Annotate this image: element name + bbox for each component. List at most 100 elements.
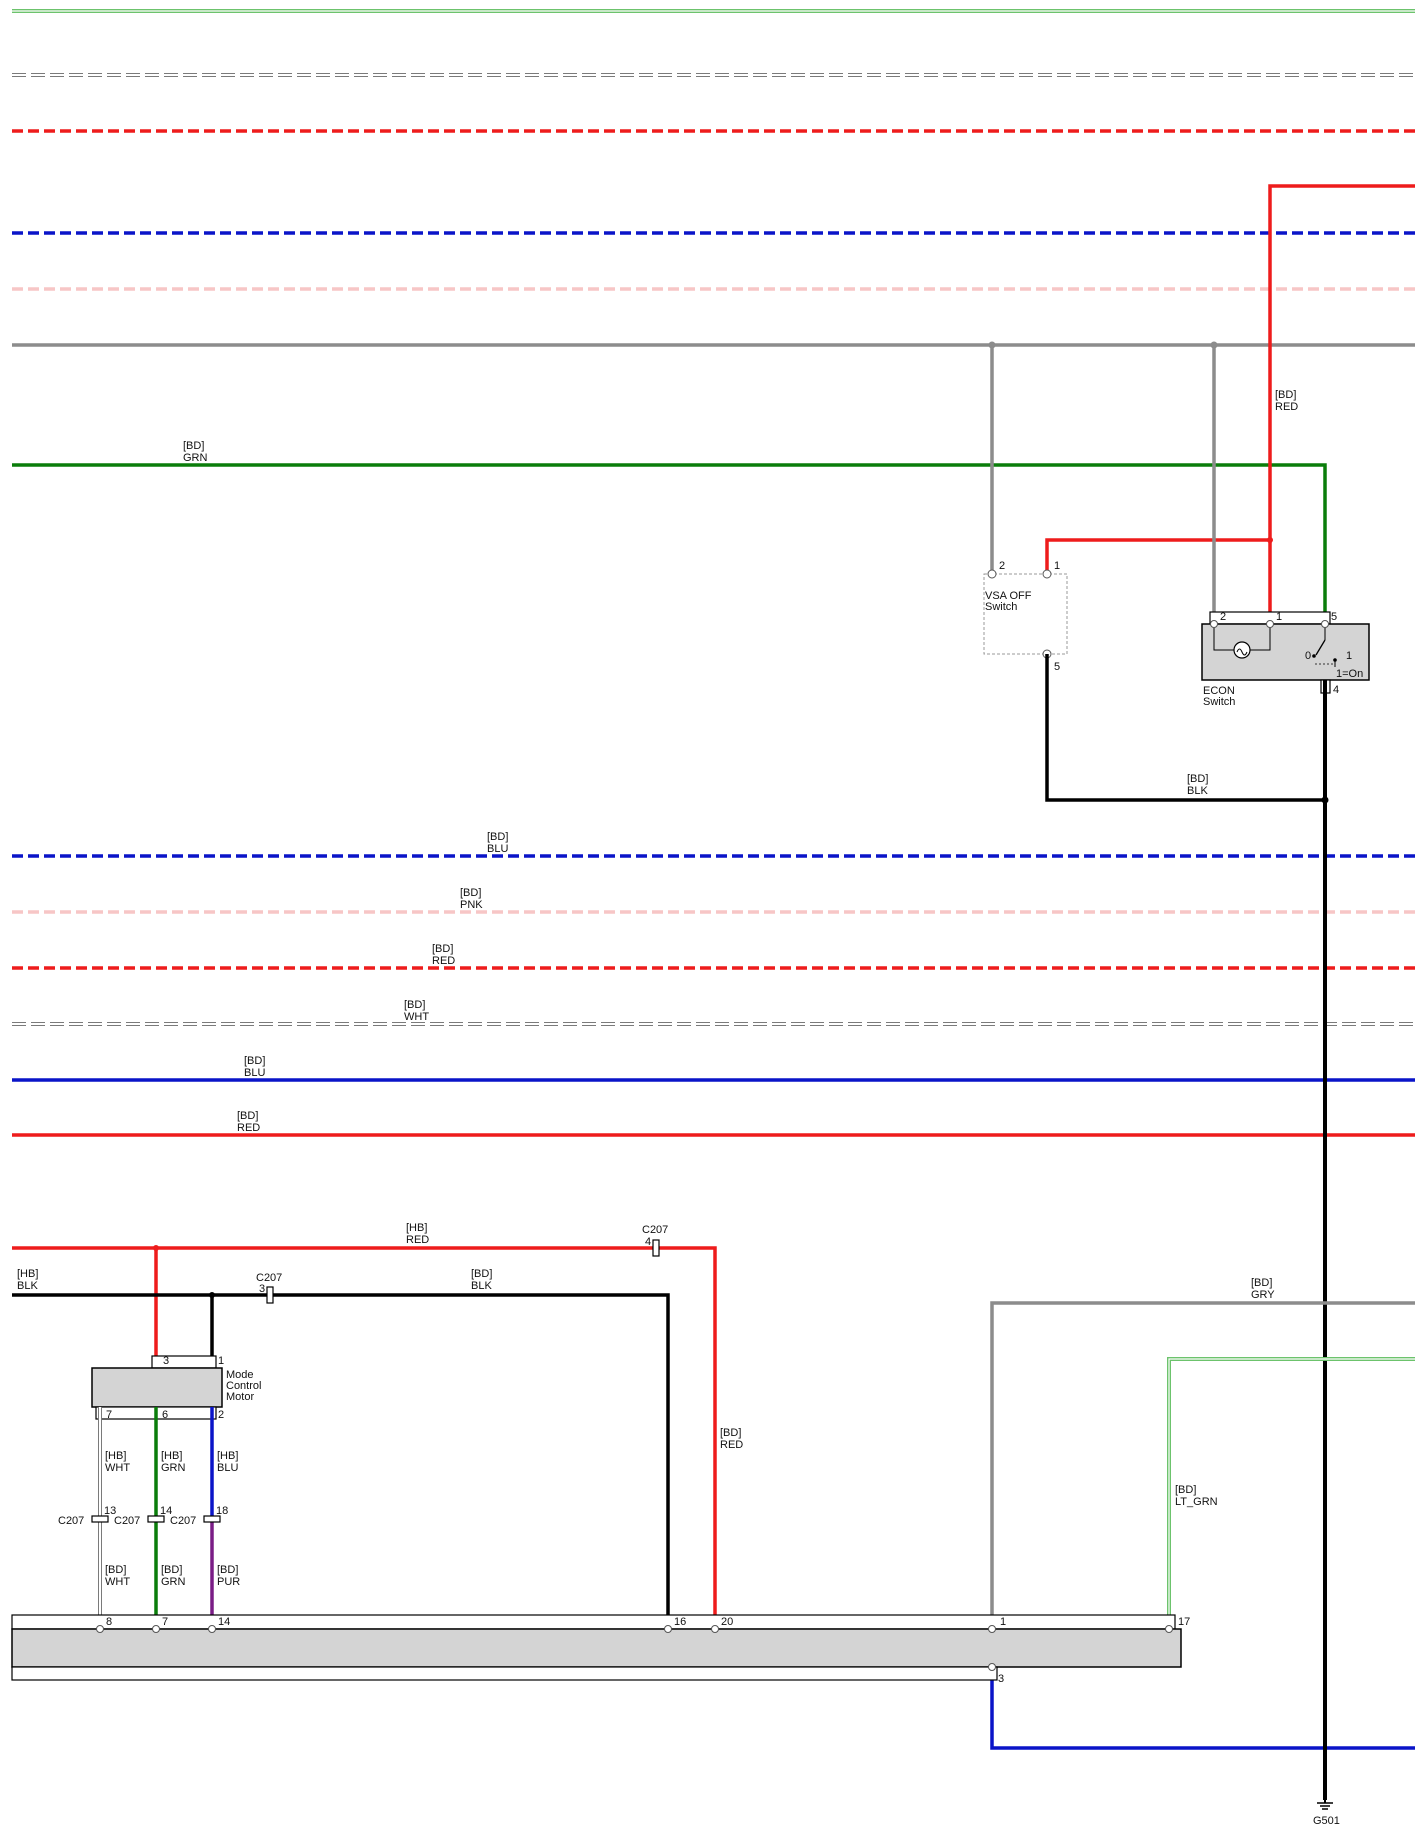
label-bd-blk-mid-2: BLK [471, 1280, 492, 1292]
label-hb-red-1: [HB] [406, 1222, 427, 1234]
c207-18-pin: 18 [216, 1505, 228, 1517]
econ-contact-label-on: 1=On [1336, 668, 1363, 680]
label-bd-pnk-dash-2: PNK [460, 899, 483, 911]
econ-contact-arm [1315, 639, 1326, 656]
econ-pin-2-terminal [1210, 620, 1218, 628]
vsa-switch-name-2: Switch [985, 601, 1017, 613]
label-bd-red-solid-2: RED [237, 1122, 260, 1134]
wire-grn-top [12, 463, 1327, 612]
motor-connector-top [151, 1355, 217, 1369]
c207-3-pin: 3 [259, 1283, 265, 1295]
c207-14-pin: 14 [160, 1505, 172, 1517]
vsa-pin-1: 1 [1054, 560, 1060, 572]
label-bd-blu-dash-1: [BD] [487, 831, 508, 843]
splice-gry-econ [1210, 341, 1218, 349]
label-bd-pur-low-1: [BD] [217, 1564, 238, 1576]
bottom-pin-8-terminal [96, 1625, 104, 1633]
label-hb-red-2: RED [406, 1234, 429, 1246]
wire-bd-lt-grn-core [1168, 1358, 1415, 1623]
motor-output-wires [98, 1407, 214, 1623]
bottom-pin-1-terminal [988, 1625, 996, 1633]
motor-name-3: Motor [226, 1391, 254, 1403]
label-bd-pur-low-2: PUR [217, 1576, 240, 1588]
bottom-unit: 8 7 14 16 20 1 17 3 [11, 1614, 1190, 1685]
econ-contact-0 [1312, 654, 1316, 658]
bottom-pin-14: 14 [218, 1616, 230, 1628]
label-bd-pnk-dash-1: [BD] [460, 887, 481, 899]
label-bd-grn-top-1: [BD] [183, 440, 204, 452]
label-bd-lt-grn-2: LT_GRN [1175, 1496, 1218, 1508]
ground-label: G501 [1313, 1815, 1340, 1827]
econ-contact-label-0: 0 [1305, 650, 1311, 662]
splice-hb-red [153, 1245, 159, 1251]
label-bd-blk-mid-1: [BD] [471, 1268, 492, 1280]
label-bd-lt-grn-1: [BD] [1175, 1484, 1196, 1496]
label-bd-grn-low-1: [BD] [161, 1564, 182, 1576]
bottom-pin-17-terminal [1165, 1625, 1173, 1633]
c207-14-body [147, 1515, 165, 1523]
splice-gry-vsa [988, 341, 996, 349]
econ-pin-5: 5 [1331, 611, 1337, 623]
wire-hb-red [12, 1246, 717, 1623]
ground-g501: G501 [1313, 1800, 1340, 1827]
econ-switch: 2 1 5 4 0 1 1=On ECON Switch [1201, 611, 1370, 708]
label-hb-blu-2: BLU [217, 1462, 238, 1474]
wire-labels-motor: [HB] WHT [HB] GRN [HB] BLU [BD] WHT [BD]… [105, 1450, 240, 1588]
econ-lamp-filament [1236, 648, 1248, 656]
bottom-pin-7-terminal [152, 1625, 160, 1633]
vsa-switch-name-1: VSA OFF [985, 590, 1032, 602]
label-bd-red-c207-1: [BD] [720, 1427, 741, 1439]
label-hb-wht-1: [HB] [105, 1450, 126, 1462]
motor-name-2: Control [226, 1380, 261, 1392]
splice-hb-blk [209, 1292, 215, 1298]
wire-bd-gry [990, 1301, 1415, 1623]
gray-drops [988, 341, 1218, 624]
motor-pin-3: 3 [163, 1355, 169, 1367]
c207-4-body [652, 1239, 660, 1257]
bottom-pin-20-terminal [711, 1625, 719, 1633]
vsa-pin-5: 5 [1054, 661, 1060, 673]
vsa-pin-1-terminal [1042, 569, 1052, 579]
label-bd-blu-dash-2: BLU [487, 843, 508, 855]
label-hb-grn-2: GRN [161, 1462, 186, 1474]
vsa-pin-2-terminal [987, 569, 997, 579]
bottom-pin-3-terminal [988, 1663, 996, 1671]
c207-4-pin: 4 [645, 1236, 651, 1248]
label-bd-red-top-2: RED [1275, 401, 1298, 413]
label-bd-wht-low-2: WHT [105, 1576, 130, 1588]
label-hb-blk-left-2: BLK [17, 1280, 38, 1292]
right-lower-wires [990, 1301, 1415, 1750]
mode-control-motor: 3 1 7 6 2 Mode Control Motor [91, 1355, 261, 1421]
econ-switch-name-1: ECON [1203, 685, 1235, 697]
bottom-pin-7: 7 [162, 1616, 168, 1628]
wire-hb-blk [12, 1293, 670, 1623]
econ-lamp-icon [1233, 641, 1251, 659]
label-bd-red-dash-2: RED [432, 955, 455, 967]
label-bd-grn-top-2: GRN [183, 452, 208, 464]
wire-red-feed-vsa [1045, 538, 1270, 574]
c207-13-name: C207 [58, 1515, 84, 1527]
c207-4-name: C207 [642, 1224, 668, 1236]
label-bd-red-c207-2: RED [720, 1439, 743, 1451]
econ-switch-body [1201, 623, 1370, 681]
motor-pin-7: 7 [106, 1409, 112, 1421]
label-hb-blu-1: [HB] [217, 1450, 238, 1462]
vsa-pin-2: 2 [999, 560, 1005, 572]
wire-labels-hb: [HB] RED [HB] BLK [BD] BLK [BD] RED [17, 1222, 743, 1451]
c207-3-body [266, 1286, 274, 1304]
label-bd-blu-solid-1: [BD] [244, 1055, 265, 1067]
middle-bus-lines [12, 854, 1415, 1137]
c207-3-name: C207 [256, 1272, 282, 1284]
econ-pin-1-terminal [1266, 620, 1274, 628]
motor-pin-2: 2 [218, 1409, 224, 1421]
label-bd-blk-vsa-2: BLK [1187, 785, 1208, 797]
vsa-switch-body [983, 573, 1068, 655]
econ-pin-2: 2 [1220, 611, 1226, 623]
motor-name-1: Mode [226, 1369, 254, 1381]
bottom-unit-body [11, 1628, 1182, 1668]
c207-14-name: C207 [114, 1515, 140, 1527]
label-bd-red-top-1: [BD] [1275, 389, 1296, 401]
label-hb-grn-1: [HB] [161, 1450, 182, 1462]
bottom-pin-8: 8 [106, 1616, 112, 1628]
label-bd-blk-vsa-1: [BD] [1187, 773, 1208, 785]
